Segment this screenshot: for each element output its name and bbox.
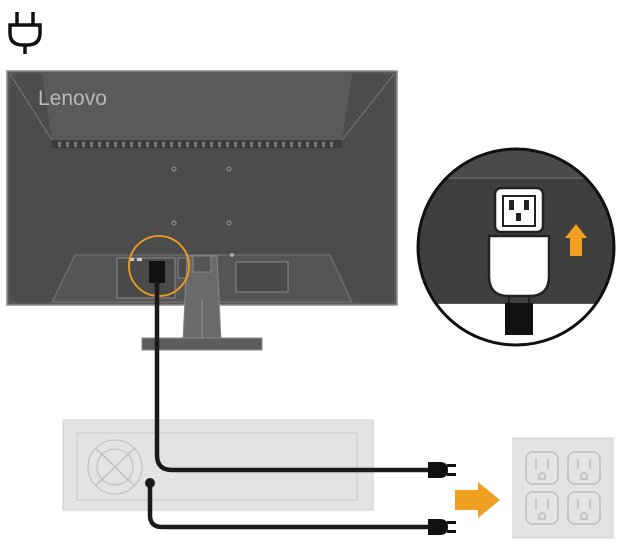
zoom-power-plug: [487, 186, 551, 335]
power-plug-icon: [8, 12, 42, 54]
computer-case: [62, 419, 374, 511]
wall-outlet: [512, 437, 614, 539]
power-connector: [149, 261, 165, 283]
zoom-inset: [416, 147, 616, 347]
monitor-back: Lenovo: [6, 70, 398, 306]
arrow-right-icon: [455, 482, 500, 518]
power-cables: [147, 280, 435, 530]
brand-logo: Lenovo: [38, 87, 107, 110]
cable-junction: [145, 478, 155, 488]
fan-grille-icon: [87, 439, 143, 495]
arrow-up-icon: [565, 224, 587, 256]
power-plug-bottom: [428, 519, 456, 535]
vent-slots: [58, 142, 333, 147]
monitor-stand: [141, 255, 263, 351]
port-panel: [116, 257, 176, 299]
outlet-socket: [525, 451, 601, 525]
power-plug-top: [428, 462, 456, 478]
vesa-holes: [171, 166, 232, 226]
